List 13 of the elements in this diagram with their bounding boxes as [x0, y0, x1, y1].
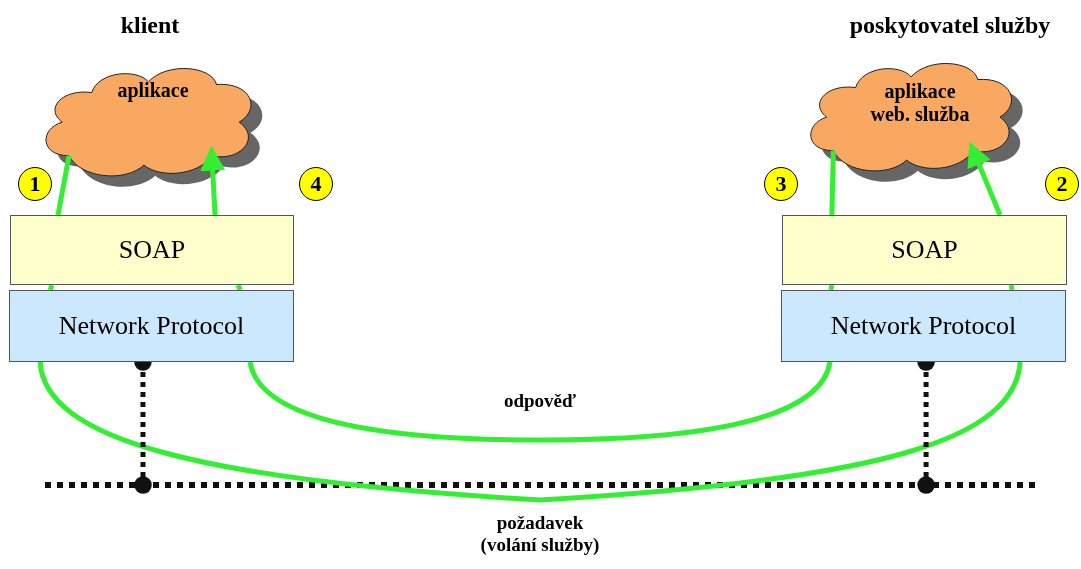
side-heading: poskytovatel služby [849, 12, 1051, 39]
network-line [45, 480, 1035, 490]
protocol-layer-box: SOAP [10, 215, 294, 285]
protocol-layer-box: Network Protocol [781, 290, 1066, 362]
side-heading: klient [120, 12, 180, 39]
protocol-layer-box: SOAP [782, 215, 1067, 285]
step-number-marker: 2 [1045, 167, 1079, 201]
step-number-marker: 3 [764, 167, 798, 201]
step-number-marker: 1 [18, 167, 52, 201]
connector-arrow [200, 145, 226, 216]
step-number-marker: 4 [299, 167, 333, 201]
protocol-layer-box: Network Protocol [9, 290, 294, 362]
connector-arrow [967, 141, 1003, 216]
